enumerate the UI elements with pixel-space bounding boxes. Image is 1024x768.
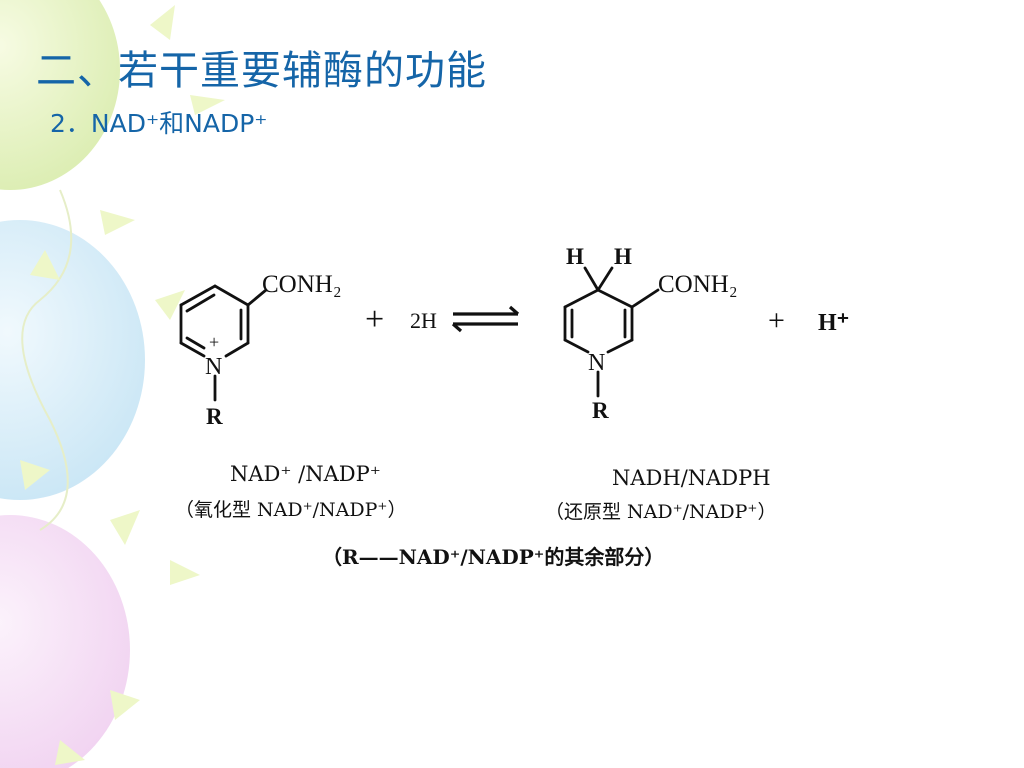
- nadh-description: （还原型 NAD⁺/NADP⁺）: [545, 501, 777, 523]
- sun-rays: [20, 5, 225, 765]
- nad-charge: +: [209, 332, 219, 352]
- nadh-nitrogen: N: [588, 350, 605, 376]
- nad-description: （氧化型 NAD⁺/NADP⁺）: [175, 499, 407, 521]
- nadh-h-right: H: [614, 244, 632, 269]
- plus-sign-1: +: [365, 301, 384, 338]
- balloon-string: [21, 189, 73, 531]
- pink-balloon: [0, 515, 130, 768]
- nad-name-label: NAD⁺ /NADP⁺: [230, 462, 381, 486]
- product-h-plus: H⁺: [818, 310, 849, 336]
- nad-nitrogen: N: [205, 354, 222, 380]
- equilibrium-arrow: [451, 305, 520, 333]
- nadh-r-group: R: [592, 398, 609, 423]
- nad-conh2-label: CONH₂: [262, 271, 342, 298]
- blue-balloon: [0, 220, 145, 500]
- nad-r-group: R: [206, 404, 223, 429]
- slide-title: 二、若干重要辅酶的功能: [36, 48, 487, 94]
- nadh-ring: [563, 266, 660, 398]
- reagent-2h: 2H: [410, 308, 437, 333]
- nadh-h-left: H: [566, 244, 584, 269]
- plus-sign-2: +: [768, 304, 785, 337]
- r-group-footnote: （R——NAD⁺/NADP⁺的其余部分）: [322, 545, 665, 569]
- slide-subtitle: 2．NAD⁺和NADP⁺: [50, 109, 268, 138]
- nadh-conh2-label: CONH₂: [658, 271, 738, 298]
- nad-ring: [179, 284, 268, 402]
- nadh-name-label: NADH/NADPH: [612, 466, 771, 490]
- green-balloon: [0, 0, 120, 190]
